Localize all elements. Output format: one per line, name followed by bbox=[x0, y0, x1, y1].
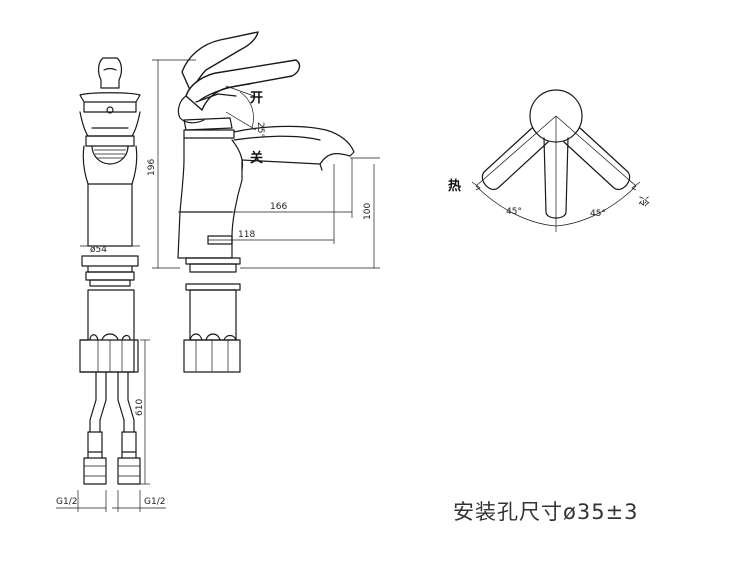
spout-height-label: 100 bbox=[363, 203, 373, 220]
spout-inner-label: 118 bbox=[238, 230, 255, 240]
thread-right-label: G1/2 bbox=[144, 497, 165, 507]
installation-hole-caption: 安装孔尺寸ø35±3 bbox=[453, 500, 639, 524]
labels: 开 关 25° 热 冷 45° 45° ø54 196 166 118 100 … bbox=[56, 91, 650, 507]
height-label: 196 bbox=[147, 159, 157, 176]
handle-angle-label: 25° bbox=[255, 122, 265, 138]
top-view bbox=[471, 89, 641, 232]
diameter-label: ø54 bbox=[90, 245, 107, 255]
thread-left-label: G1/2 bbox=[56, 497, 77, 507]
left-angle-label: 45° bbox=[506, 207, 522, 217]
right-angle-label: 45° bbox=[590, 209, 606, 219]
front-view bbox=[56, 57, 166, 512]
close-label: 关 bbox=[250, 150, 263, 166]
spout-reach-label: 166 bbox=[270, 202, 287, 212]
cold-label: 冷 bbox=[637, 196, 650, 207]
hot-label: 热 bbox=[448, 178, 461, 194]
hose-length-label: 610 bbox=[135, 399, 145, 416]
side-view bbox=[152, 31, 380, 373]
open-label: 开 bbox=[250, 91, 263, 106]
